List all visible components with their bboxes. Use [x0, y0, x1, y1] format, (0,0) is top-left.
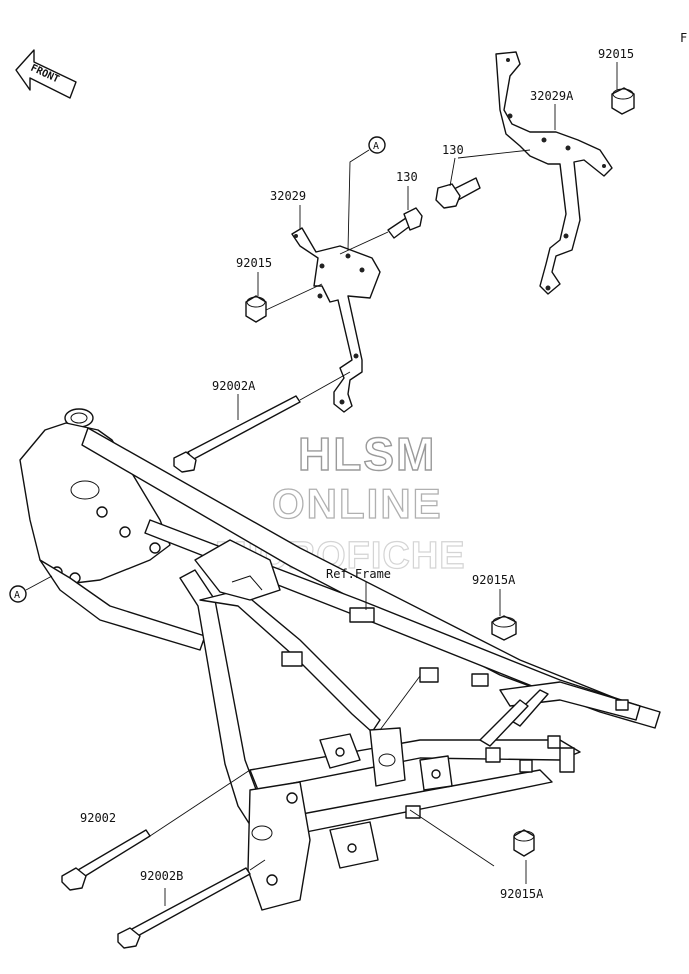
- watermark-line-1: HLSM: [298, 428, 436, 480]
- bolt-130-left: [387, 207, 423, 239]
- part-label-92015A-upper: 92015A: [472, 573, 516, 587]
- part-label-92002A: 92002A: [212, 379, 256, 393]
- bolt-92002B: [117, 867, 251, 949]
- part-label-92015-top: 92015: [598, 47, 634, 61]
- part-label-92002: 92002: [80, 811, 116, 825]
- nut-92015A-upper: [491, 615, 517, 641]
- nut-92015-left: [245, 295, 267, 323]
- part-label-ref-frame: Ref.Frame: [326, 567, 391, 581]
- part-label-92002B: 92002B: [140, 869, 183, 883]
- corner-mark: F: [680, 31, 687, 45]
- part-label-32029A: 32029A: [530, 89, 574, 103]
- frame-assembly: [19, 408, 661, 911]
- watermark-line-2: ONLINE: [272, 480, 443, 527]
- part-label-130-right: 130: [442, 143, 464, 157]
- callout-marker-left: A: [9, 575, 53, 603]
- bolt-130-right: [435, 177, 481, 209]
- nut-92015-top: [611, 87, 635, 115]
- part-label-32029: 32029: [270, 189, 306, 203]
- part-label-130-left: 130: [396, 170, 418, 184]
- nut-92015A-lower: [513, 829, 535, 857]
- bracket-32029A: [495, 51, 613, 295]
- bolt-92002A: [173, 395, 301, 473]
- part-label-92015A-lower: 92015A: [500, 887, 544, 901]
- callout-marker-top-label: A: [373, 141, 379, 152]
- bracket-32029: [291, 227, 381, 413]
- bolt-92002: [61, 829, 151, 891]
- callout-marker-left-label: A: [14, 590, 20, 601]
- callout-marker-top: A: [347, 136, 386, 251]
- part-label-92015-left: 92015: [236, 256, 272, 270]
- front-arrow-icon: FRONT: [15, 49, 77, 99]
